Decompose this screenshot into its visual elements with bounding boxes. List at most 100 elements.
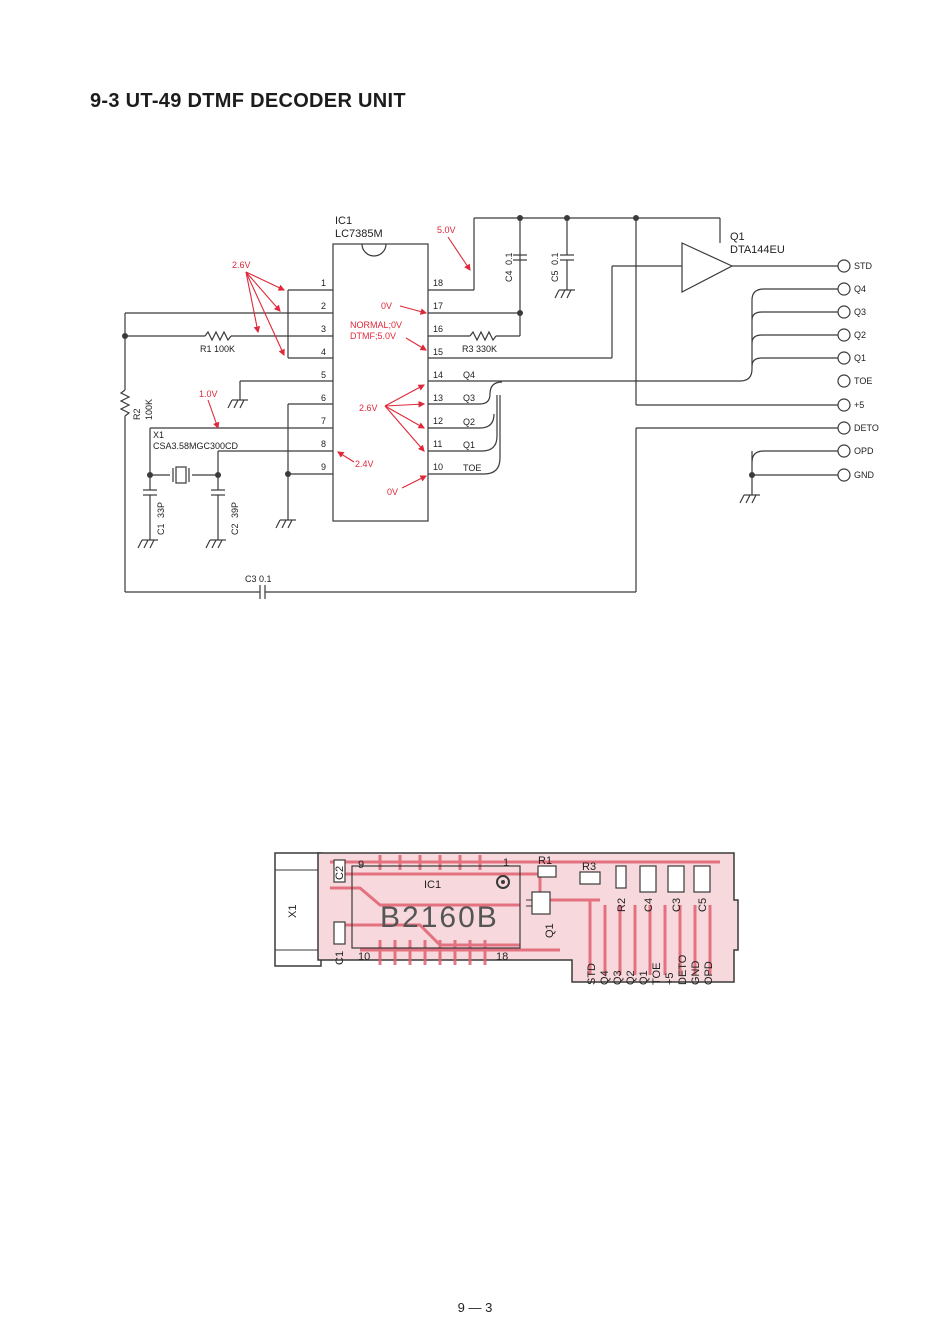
c3-label: C3 0.1 <box>245 574 272 584</box>
pcb-labels: X1 C2 C1 9 1 10 18 IC1 B2160B R1 R3 R2 Q… <box>287 855 715 985</box>
pcb-x1-body <box>274 852 322 967</box>
r3-label: R3 330K <box>462 344 497 354</box>
c2-val: 39P <box>230 502 240 518</box>
pcb-c5-label: C5 <box>697 898 709 912</box>
pcb-q1-label: Q1 <box>544 923 556 938</box>
terminal-std: STD <box>854 261 873 271</box>
voltage-label: 5.0V <box>437 225 456 235</box>
pcb-pin1-label: 1 <box>503 857 509 869</box>
pcb-c1-label: C1 <box>334 951 346 965</box>
pcb-r1-label: R1 <box>538 855 552 867</box>
signal-label: Q3 <box>463 393 475 403</box>
x1-ref: X1 <box>153 430 164 440</box>
pin-label: 11 <box>433 439 442 449</box>
pin-label: 17 <box>433 301 443 311</box>
pcb-layout <box>274 852 739 983</box>
voltage-annotations: 5.0V 2.6V 1.0V 0V NORMAL;0V DTMF;5.0V 2.… <box>199 225 471 497</box>
c1-val: 33P <box>156 502 166 518</box>
pcb-pad-label: GND <box>690 961 702 986</box>
pcb-c2-label: C2 <box>334 866 346 880</box>
pcb-pad-label: Q3 <box>612 970 624 985</box>
terminal-q2: Q2 <box>854 330 866 340</box>
page-number: 9 — 3 <box>457 1300 493 1315</box>
pcb-pad-label: STD <box>586 963 598 985</box>
ic1-right-pins: 18 17 16 15 14 13 12 11 10 <box>433 278 443 472</box>
r1-label: R1 100K <box>200 344 235 354</box>
pin-label: 6 <box>321 393 326 403</box>
pin-label: 2 <box>321 301 326 311</box>
voltage-label: 0V <box>387 487 398 497</box>
pin-label: 15 <box>433 347 443 357</box>
page-title: 9-3 UT-49 DTMF DECODER UNIT <box>90 90 406 112</box>
q1-ref: Q1 <box>730 231 745 243</box>
pcb-ic1-label: IC1 <box>424 879 441 891</box>
terminal-q4: Q4 <box>854 284 866 294</box>
schematic-wires <box>119 215 838 599</box>
voltage-label: 2.4V <box>355 459 374 469</box>
ic1-body <box>332 243 429 522</box>
pin-label: 16 <box>433 324 443 334</box>
pin-label: 5 <box>321 370 326 380</box>
c4-ref: C4 <box>504 270 514 282</box>
terminal-q3: Q3 <box>854 307 866 317</box>
pcb-pad-label: TOE <box>651 963 663 985</box>
ic1-ref: IC1 <box>335 215 352 227</box>
pcb-pin18-label: 18 <box>496 951 508 963</box>
pcb-pin10-label: 10 <box>358 951 370 963</box>
signal-label: Q4 <box>463 370 475 380</box>
pcb-c4-label: C4 <box>643 898 655 912</box>
output-terminals: STD Q4 Q3 Q2 Q1 TOE +5 DETO OPD GND <box>837 259 879 482</box>
pin-label: 14 <box>433 370 443 380</box>
pcb-pad-label: OPD <box>703 961 715 985</box>
c2-ref: C2 <box>230 523 240 535</box>
voltage-label: 2.6V <box>359 403 378 413</box>
voltage-label: 1.0V <box>199 389 218 399</box>
pcb-pad-label: DETO <box>677 954 689 985</box>
terminal-toe: TOE <box>854 376 872 386</box>
terminal-deto: DETO <box>854 423 879 433</box>
signal-label: Q1 <box>463 440 475 450</box>
ic1-left-pins: 1 2 3 4 5 6 7 8 9 <box>321 278 326 472</box>
pin-label: 7 <box>321 416 326 426</box>
pcb-pin9-label: 9 <box>358 859 364 871</box>
c4-val: 0.1 <box>504 252 514 265</box>
terminal-opd: OPD <box>854 446 874 456</box>
voltage-label-normal: NORMAL;0V <box>350 320 402 330</box>
x1-part: CSA3.58MGC300CD <box>153 441 239 451</box>
pin-label: 10 <box>433 462 443 472</box>
ic-output-labels: Q4 Q3 Q2 Q1 TOE <box>463 370 481 473</box>
terminal-q1: Q1 <box>854 353 866 363</box>
pin-label: 1 <box>321 278 326 288</box>
voltage-label: 0V <box>381 301 392 311</box>
pin-label: 13 <box>433 393 443 403</box>
voltage-label: 2.6V <box>232 260 251 270</box>
pcb-pad-label: +5 <box>664 972 676 985</box>
pcb-c3-label: C3 <box>671 898 683 912</box>
pcb-pad-label: Q1 <box>638 970 650 985</box>
c5-ref: C5 <box>550 270 560 282</box>
pcb-pad-label: Q2 <box>625 970 637 985</box>
r2-ref: R2 <box>132 408 142 420</box>
component-labels: R1 100K R3 330K R2 100K X1 CSA3.58MGC300… <box>132 231 785 584</box>
pcb-r3-label: R3 <box>582 861 596 873</box>
pcb-r2-label: R2 <box>616 898 628 912</box>
pin-label: 3 <box>321 324 326 334</box>
pin-label: 12 <box>433 416 443 426</box>
q1-part: DTA144EU <box>730 244 785 256</box>
c5-val: 0.1 <box>550 252 560 265</box>
r2-val: 100K <box>144 399 154 420</box>
terminal-gnd: GND <box>854 470 875 480</box>
pcb-ic-marking: B2160B <box>380 901 499 934</box>
c1-ref: C1 <box>156 523 166 535</box>
pcb-x1-label: X1 <box>287 905 299 918</box>
pin-label: 9 <box>321 462 326 472</box>
pin-label: 18 <box>433 278 443 288</box>
ic1-part: LC7385M <box>335 228 383 240</box>
pin-label: 4 <box>321 347 326 357</box>
pcb-pad-label: Q4 <box>599 970 611 985</box>
signal-label: TOE <box>463 463 481 473</box>
pin-label: 8 <box>321 439 326 449</box>
signal-label: Q2 <box>463 417 475 427</box>
terminal-plus5: +5 <box>854 400 864 410</box>
